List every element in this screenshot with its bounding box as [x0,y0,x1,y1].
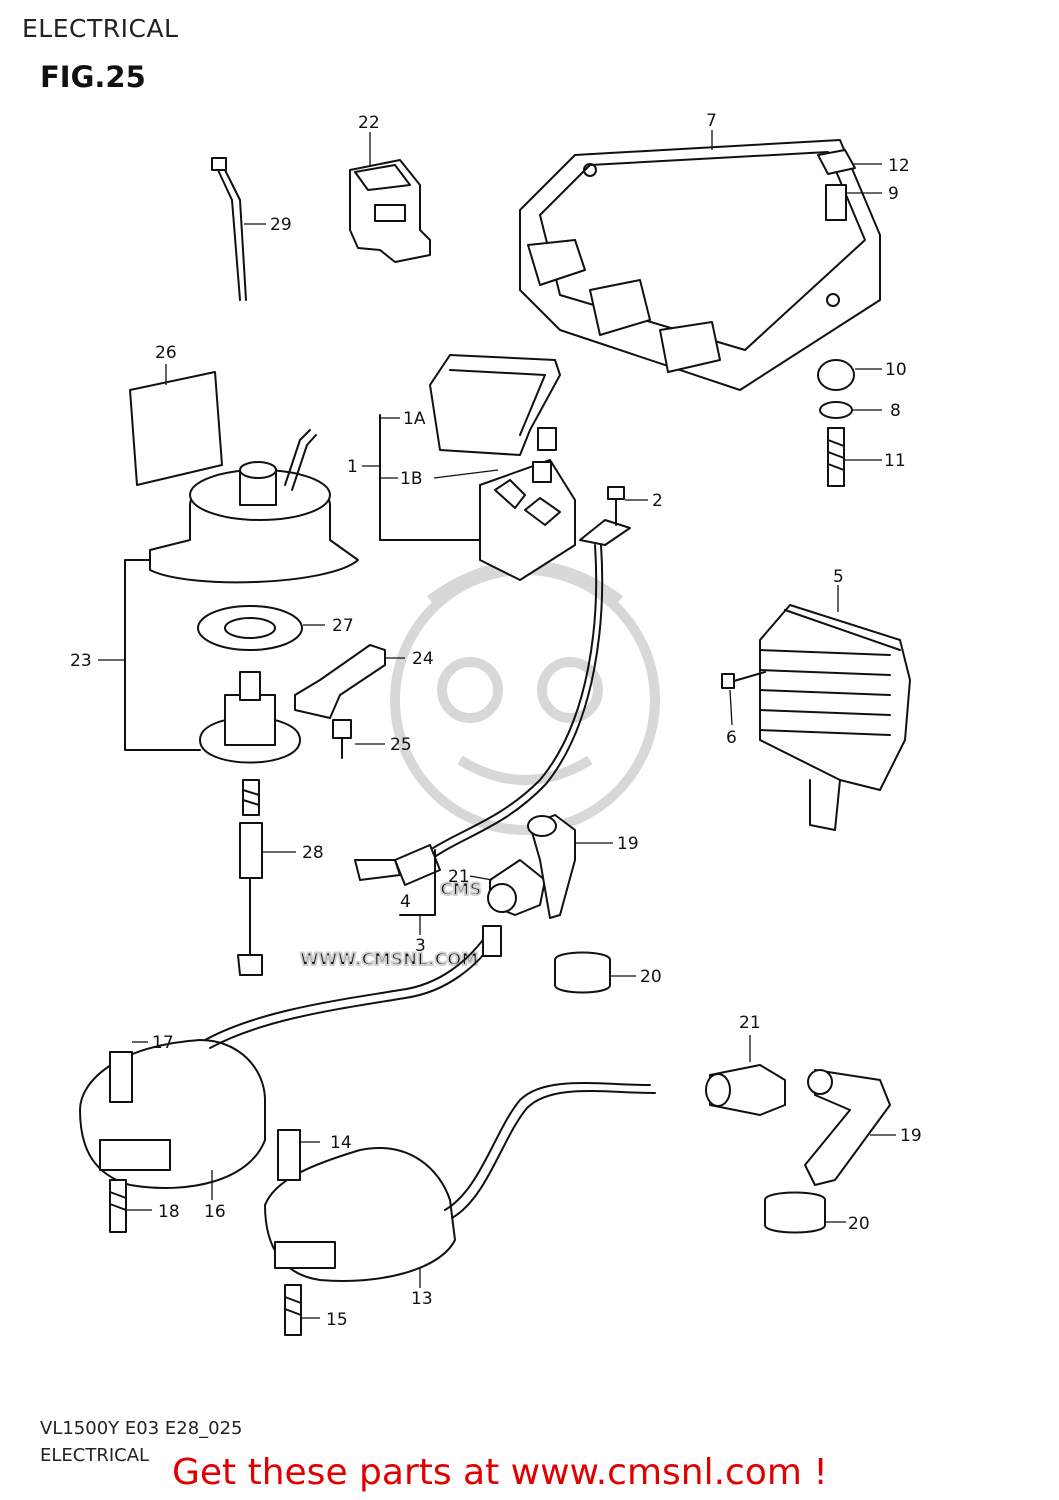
part-1-starter-relay [362,354,576,581]
part-26-pad [129,364,223,486]
callout-3: 3 [415,936,426,956]
callout-23: 23 [70,651,92,671]
part-3-4-battery-cable [354,519,631,935]
part-2-screw [607,486,648,526]
callout-labels: 22 7 12 9 29 26 10 8 1A 1 1B 11 2 5 27 2… [70,111,922,1330]
callout-15: 15 [326,1310,348,1330]
promo-link[interactable]: Get these parts at www.cmsnl.com ! [172,1452,828,1493]
part-22-relay [349,132,431,263]
callout-22: 22 [358,113,380,133]
callout-4: 4 [400,892,411,912]
ecu-mounting-hardware [817,149,882,487]
model-code: VL1500Y E03 E28_025 [40,1418,243,1439]
watermark-url: WWW.CMSNL.COM [300,950,478,970]
figure-title: FIG.25 [40,60,146,94]
callout-1: 1 [347,457,358,477]
callout-7: 7 [706,111,717,131]
callout-27: 27 [332,616,354,636]
callout-13: 13 [411,1289,433,1309]
callout-16: 16 [204,1202,226,1222]
callout-6: 6 [726,728,737,748]
callout-17: 17 [152,1033,174,1053]
callout-26: 26 [155,343,177,363]
callout-25: 25 [390,735,412,755]
plug-cap-set-lower [705,1035,896,1234]
callout-5: 5 [833,567,844,587]
part-23-sensor-assy [98,429,405,816]
footer-section: ELECTRICAL [40,1445,150,1466]
watermark-brand: CMS [440,880,482,900]
callout-8: 8 [890,401,901,421]
callout-1a: 1A [403,409,426,429]
watermark: CMS WWW.CMSNL.COM [299,560,660,971]
callout-1b: 1B [400,469,422,489]
callout-20-lower: 20 [848,1214,870,1234]
callout-21-lower: 21 [739,1013,761,1033]
callout-29: 29 [270,215,292,235]
callout-24: 24 [412,649,434,669]
callout-19-lower: 19 [900,1126,922,1146]
callout-14: 14 [330,1133,352,1153]
callout-11: 11 [884,451,906,471]
callout-2: 2 [652,491,663,511]
section-header: ELECTRICAL [22,14,179,43]
callout-18: 18 [158,1202,180,1222]
plug-cap-set-upper [469,814,636,994]
part-29-lead-wire [211,157,266,301]
callout-28: 28 [302,843,324,863]
part-7-ecu [519,130,881,391]
part-13-ignition-coil [264,1082,656,1336]
callout-9: 9 [888,184,899,204]
part-5-regulator [721,585,911,831]
callout-10: 10 [885,360,907,380]
part-16-ignition-coil [79,925,502,1233]
part-28-spacer [237,822,296,976]
callout-19-upper: 19 [617,834,639,854]
callout-20-upper: 20 [640,967,662,987]
callout-21-upper: 21 [448,867,470,887]
callout-12: 12 [888,156,910,176]
